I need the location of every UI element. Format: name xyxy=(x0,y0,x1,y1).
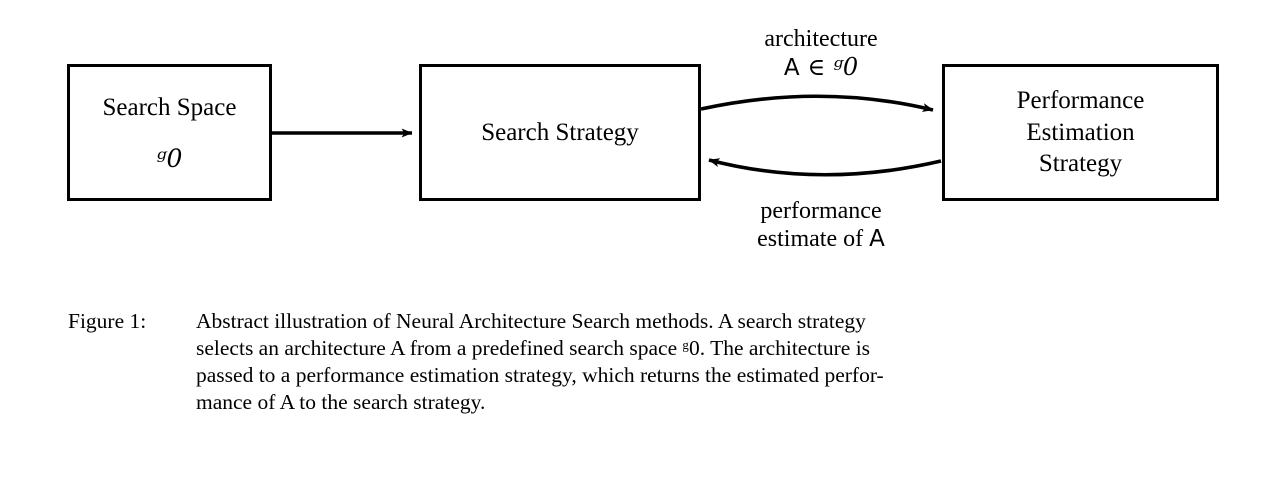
node-performance-estimation-label-line1: Performance xyxy=(1016,87,1145,115)
node-search-space-symbol: ᵍ0 xyxy=(156,143,183,173)
edge-label-architecture-line2: A ∈ ᵍ0 xyxy=(700,52,942,83)
node-search-space: Search Space ᵍ0 xyxy=(67,64,272,201)
edge-label-architecture: architecture A ∈ ᵍ0 xyxy=(700,26,942,83)
arrow-performance-return xyxy=(708,158,942,177)
architecture-variable-A: A xyxy=(783,54,800,81)
search-space-symbol: ᵍ0 xyxy=(833,52,859,81)
node-performance-estimation-label-line2: Estimation xyxy=(1026,118,1135,146)
figure-diagram: Search Space ᵍ0 Search Strategy Performa… xyxy=(67,26,1219,254)
caption-line-2: selects an architecture A from a predefi… xyxy=(196,336,871,360)
element-of-symbol: ∈ xyxy=(807,52,826,81)
figure-caption: Figure 1: Abstract illustration of Neura… xyxy=(68,308,1223,416)
edge-label-performance-line1: performance xyxy=(760,198,882,224)
node-performance-estimation: Performance Estimation Strategy xyxy=(942,64,1219,201)
node-search-strategy-label: Search Strategy xyxy=(481,118,639,146)
node-search-space-label: Search Space xyxy=(102,94,237,121)
node-performance-estimation-label-line3: Strategy xyxy=(1038,150,1123,178)
edge-label-performance-line2: estimate of A xyxy=(700,226,942,254)
edge-label-performance: performance estimate of A xyxy=(700,198,942,254)
edge-label-performance-text: estimate of xyxy=(757,225,864,252)
arrow-architecture-forward xyxy=(700,94,934,112)
caption-line-4: mance of A to the search strategy. xyxy=(196,390,486,414)
caption-line-3: passed to a performance estimation strat… xyxy=(196,363,884,387)
caption-body: Abstract illustration of Neural Architec… xyxy=(196,308,1223,416)
caption-label: Figure 1: xyxy=(68,309,147,333)
node-search-strategy: Search Strategy xyxy=(419,64,701,201)
edge-label-architecture-line1: architecture xyxy=(764,26,878,52)
caption-line-1: Abstract illustration of Neural Architec… xyxy=(196,309,866,333)
performance-variable-A: A xyxy=(869,225,885,252)
connector-arrows xyxy=(272,94,942,177)
